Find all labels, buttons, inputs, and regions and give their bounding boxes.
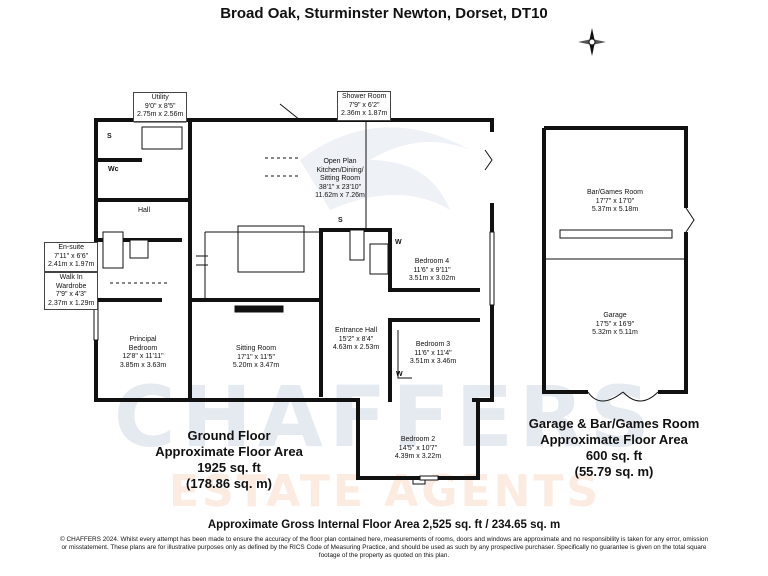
storage-marker: S xyxy=(338,217,343,224)
watermark-line1: CHAFFERS xyxy=(113,368,657,466)
page-title: Broad Oak, Sturminster Newton, Dorset, D… xyxy=(220,5,548,22)
hall-label: Hall xyxy=(137,207,151,214)
watermark-line2: ESTATE AGENTS xyxy=(168,466,602,517)
compass-icon xyxy=(578,28,606,56)
disclaimer: © CHAFFERS 2024. Whilst every attempt ha… xyxy=(60,536,709,559)
storage-marker: S xyxy=(107,133,112,140)
wardrobe-marker: W xyxy=(395,239,402,246)
wc-marker: Wc xyxy=(108,166,119,173)
wardrobe-marker: W xyxy=(396,371,403,378)
gross-floor-area: Approximate Gross Internal Floor Area 2,… xyxy=(207,519,561,531)
